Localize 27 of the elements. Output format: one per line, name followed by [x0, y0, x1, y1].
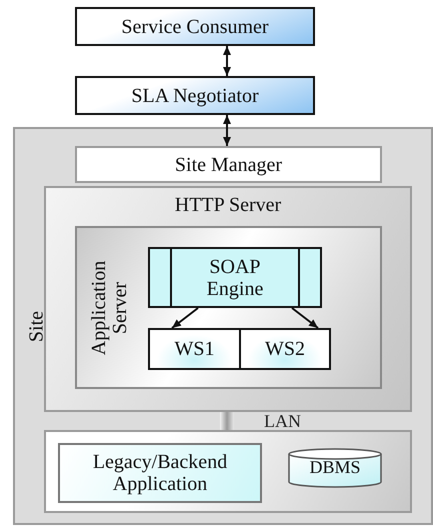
- box-label: WS1: [174, 338, 214, 360]
- server-panel: [44, 186, 412, 412]
- panel-label: Application Server: [89, 259, 131, 357]
- process-box: [75, 7, 315, 46]
- application-box: [58, 443, 262, 503]
- engine-box: [148, 247, 322, 308]
- network-pipe: [220, 412, 234, 430]
- arrow: [223, 46, 231, 76]
- panel-label: Site: [26, 309, 48, 344]
- manager-box: [75, 146, 382, 183]
- service-box: [239, 328, 331, 370]
- process-box: [75, 76, 315, 115]
- database-cylinder: [288, 448, 382, 488]
- box-label: Legacy/Backend Application: [92, 451, 228, 495]
- box-label: WS2: [265, 338, 305, 360]
- site-panel: [13, 127, 433, 525]
- service-box: [148, 328, 241, 370]
- edge-label: LAN: [262, 412, 303, 430]
- box-label: HTTP Server: [174, 193, 282, 216]
- box-label: Site Manager: [174, 154, 282, 176]
- box-label: SOAP Engine: [206, 256, 264, 300]
- box-label: DBMS: [309, 458, 361, 478]
- arrow: [223, 115, 231, 146]
- box-label: Service Consumer: [121, 16, 269, 38]
- backend-panel: [44, 430, 412, 513]
- server-panel: [75, 226, 382, 389]
- box-label: SLA Negotiator: [131, 84, 259, 106]
